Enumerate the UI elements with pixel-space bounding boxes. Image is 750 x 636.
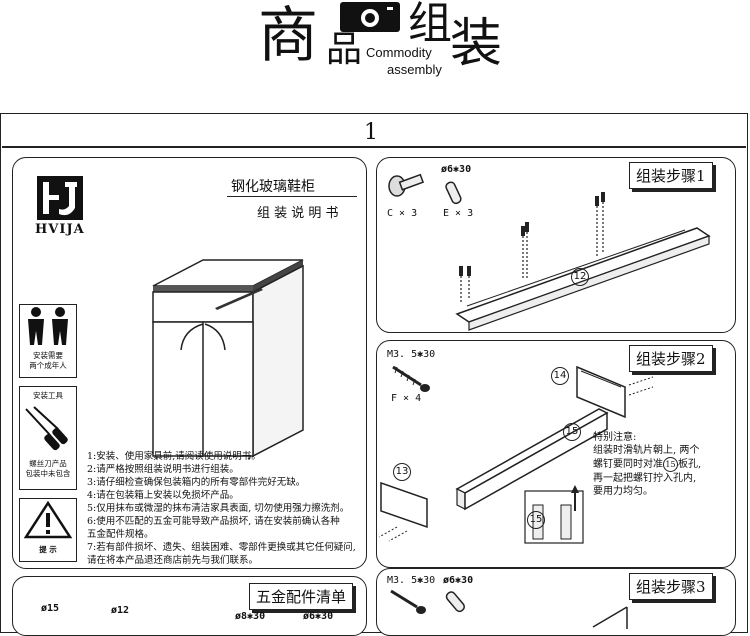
sheet-divider [2, 146, 746, 148]
screwdriver-icon [25, 406, 68, 451]
note-line: 5:仅用抹布或微湿的抹布清洁家具表面, 切勿使用强力擦洗剂。 [87, 503, 350, 514]
step2-part-15: 15 [563, 423, 581, 441]
note-line: 7:若有部件损坏、遗失、组装困难、零部件更换或其它任何疑问, [87, 542, 356, 553]
special-note-line: 螺钉要同时对准 [593, 459, 663, 470]
header-char-zu: 组 [408, 0, 452, 49]
note-line: 1:安装、使用家具前,请阅读使用说明书。 [87, 451, 261, 462]
manual-subtitle: 组 装 说 明 书 [257, 206, 339, 221]
intro-panel: HVIJA 钢化玻璃鞋柜 组 装 说 明 书 安装需要 两个成年人 安装工具 [12, 157, 367, 569]
people-caption-2: 两个成年人 [29, 361, 67, 370]
hardware-size-4: ø6✱30 [303, 611, 334, 622]
title-rule [227, 196, 357, 197]
two-people-icon [28, 307, 68, 345]
step3-screw-label: M3. 5✱30 [387, 575, 436, 586]
step2-title: 组装步骤2 [629, 345, 713, 372]
header-en-commodity: Commodity [366, 45, 432, 60]
notes-list: 1:安装、使用家具前,请阅读使用说明书。 2:请严格按照组装说明书进行组装。 3… [87, 450, 356, 567]
tools-title: 安装工具 [33, 391, 63, 400]
camera-icon [340, 0, 400, 32]
step1-count-c: C × 3 [387, 208, 418, 219]
cabinet-illustration [152, 259, 304, 460]
step1-count-e: E × 3 [443, 208, 474, 219]
step3-drawing [592, 606, 628, 629]
special-note-line: 组装时滑轨片朝上, 两个 [593, 445, 700, 456]
page-number: 1 [364, 120, 378, 145]
people-requirement-box: 安装需要 两个成年人 [19, 304, 77, 378]
step3-title: 组装步骤3 [629, 573, 713, 600]
screw-icon [392, 365, 430, 392]
hardware-title: 五金配件清单 [249, 583, 354, 610]
step1-dowel-label: ø6✱30 [441, 164, 472, 175]
step3-panel: 组装步骤3 M3. 5✱30 ø6✱30 [376, 568, 736, 636]
note-line: 请在将本产品退还商店前先与我们联系。 [87, 555, 259, 566]
warning-box: 提 示 [19, 498, 77, 562]
step1-panel-drawing [455, 192, 711, 331]
hardware-size-1: ø15 [41, 603, 60, 614]
step1-title: 组装步骤1 [629, 162, 713, 189]
dowel-icon [445, 181, 462, 205]
header-char-pin: 品 [326, 29, 363, 70]
step2-count-f: F × 4 [391, 393, 422, 404]
hardware-size-3: ø8✱30 [235, 611, 266, 622]
warning-caption: 提 示 [39, 545, 57, 554]
tools-caption-1: 螺丝刀产品 [29, 459, 67, 468]
special-note-part: 15 [663, 457, 678, 472]
note-line: 五金配件规格。 [87, 529, 154, 540]
tools-caption-2: 包装中未包含 [25, 469, 71, 478]
step3-dowel-label: ø6✱30 [443, 575, 474, 586]
step1-part-number: 12 [571, 268, 589, 286]
note-line: 4:请在包装箱上安装以免损坏产品。 [87, 490, 239, 501]
step2-screw-label: M3. 5✱30 [387, 349, 436, 360]
special-note-line: 再一起把螺钉拧入孔内, [593, 473, 697, 484]
step1-panel: 组装步骤1 ø6✱30 C × 3 E × 3 12 [376, 157, 736, 333]
note-line: 3:请仔细检查确保包装箱内的所有零部件完好无缺。 [87, 477, 306, 488]
hardware-panel: 五金配件清单 ø15 ø12 ø8✱30 ø6✱30 [12, 576, 367, 636]
step2-part-14: 14 [551, 367, 569, 385]
note-line: 2:请严格按照组装说明书进行组装。 [87, 464, 239, 475]
step2-part-13: 13 [393, 463, 411, 481]
special-note-line: 要用力均匀。 [593, 486, 653, 497]
special-note-line: 板孔, [678, 459, 702, 470]
note-line: 6:使用不匹配的五金可能导致产品损坏, 请在安装前确认各种 [87, 516, 340, 527]
tools-box: 安装工具 螺丝刀产品 包装中未包含 [19, 386, 77, 490]
brand-logo [37, 176, 83, 220]
hardware-size-2: ø12 [111, 605, 130, 616]
cam-lock-icon [388, 173, 425, 197]
step2-part-15-detail: 15 [527, 511, 545, 529]
header-char-shang: 商 [258, 1, 318, 71]
product-name: 钢化玻璃鞋柜 [231, 179, 315, 195]
header-en-assembly: assembly [387, 62, 442, 77]
people-caption-1: 安装需要 [33, 351, 63, 360]
brand-name: HVIJA [35, 222, 85, 237]
step3-hardware-icons [390, 589, 466, 614]
warning-icon [23, 500, 73, 539]
step2-panel: 组装步骤2 M3. 5✱30 F × 4 14 15 13 15 特别注意: 组… [376, 340, 736, 568]
header-char-zhuang: 装 [450, 14, 503, 74]
special-note-title: 特别注意: [593, 432, 637, 443]
